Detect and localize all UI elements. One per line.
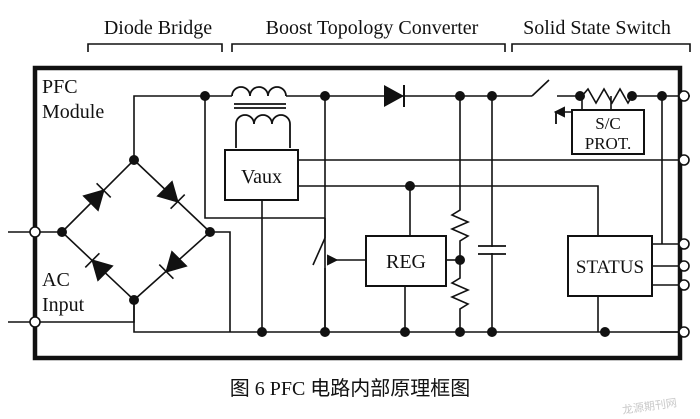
sense-resistor-icon (581, 87, 633, 105)
diode-upper-right (156, 180, 186, 210)
bridge-diodes (82, 180, 188, 282)
figure-caption: 图 6 PFC 电路内部原理框图 (230, 377, 471, 400)
sc-prot-block (571, 109, 645, 155)
output-capacitor-icon (478, 245, 506, 255)
output-terminal-2 (678, 154, 690, 166)
status-label: STATUS (576, 257, 644, 278)
boost-inductor-icon (231, 86, 291, 148)
module-border (32, 65, 683, 361)
ac-terminal-top (29, 226, 41, 238)
sc-prot-label-line2: PROT. (585, 134, 631, 153)
module-label-line1: PFC (42, 76, 78, 98)
solid-state-switch-icon (531, 79, 550, 97)
output-terminal-3 (678, 238, 690, 250)
module-label-line2: Module (42, 101, 104, 123)
output-terminal-6 (678, 326, 690, 338)
status-block (567, 235, 653, 297)
diode-lower-right (158, 250, 188, 280)
ac-input-label-line2: Input (42, 294, 85, 316)
output-terminal-5 (678, 279, 690, 291)
divider-resistors-icon (450, 205, 470, 310)
watermark: 龙源期刊网 (621, 395, 677, 417)
circuit-wiring (8, 95, 690, 333)
vaux-block (224, 149, 299, 201)
junction-dots (57, 91, 667, 337)
header-diode-bridge: Diode Bridge (104, 17, 212, 39)
ac-input-label-line1: AC (42, 269, 70, 291)
capacitor-gap (486, 247, 498, 253)
header-solid-state-switch: Solid State Switch (523, 17, 671, 39)
boost-diode-icon (384, 85, 405, 107)
section-brackets (87, 43, 691, 52)
vaux-label: Vaux (241, 166, 282, 188)
output-terminal-4 (678, 260, 690, 272)
sc-prot-label-line1: S/C (595, 114, 621, 133)
diode-lower-left (84, 252, 114, 282)
output-terminal-1 (678, 90, 690, 102)
reg-label: REG (386, 251, 426, 273)
diode-upper-left (82, 182, 112, 212)
header-boost-converter: Boost Topology Converter (266, 17, 479, 39)
low-side-switch-icon (312, 237, 326, 266)
reg-block (365, 235, 447, 287)
ac-terminal-bottom (29, 316, 41, 328)
terminals (29, 90, 690, 338)
